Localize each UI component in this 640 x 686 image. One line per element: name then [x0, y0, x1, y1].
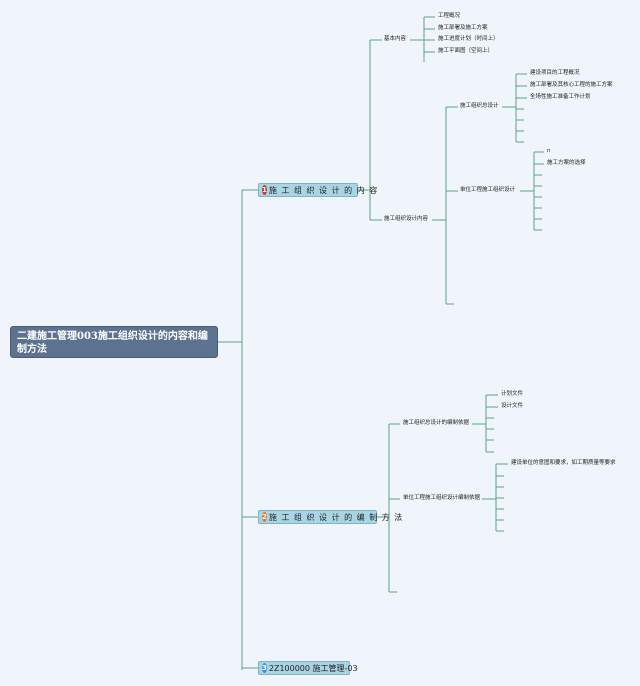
- design-connector: [432, 106, 458, 305]
- leaf-design-documents[interactable]: 设计文件: [501, 403, 524, 409]
- branch-content[interactable]: 1 施 工 组 织 设 计 的 内 容: [258, 183, 377, 197]
- leaf-schedule[interactable]: 施工进度计划（时间上）: [438, 36, 499, 42]
- leaf-construction-overview[interactable]: 建设项目的工程概况: [530, 70, 580, 76]
- topic-design-content[interactable]: 施工组织设计内容: [384, 216, 429, 222]
- leaf-site-preparation[interactable]: 全场性施工准备工作计划: [530, 94, 591, 100]
- root-topic[interactable]: 二建施工管理003施工组织设计的内容和编制方法: [10, 326, 218, 358]
- branch-method[interactable]: 2 施 工 组 织 设 计 的 编 制 方 法: [258, 510, 402, 524]
- branch1-connector: [358, 39, 382, 221]
- leaf-n[interactable]: n: [547, 148, 551, 154]
- basis-general-connector: [472, 394, 498, 453]
- topic-basic-content[interactable]: 基本内容: [384, 36, 407, 42]
- topic-unit-basis[interactable]: 单位工程施工组织设计编制依据: [403, 495, 481, 501]
- leaf-core-scheme[interactable]: 施工部署及其核心工程的施工方案: [530, 82, 613, 88]
- leaf-site-plan[interactable]: 施工平面图（空间上）: [438, 48, 494, 54]
- leaf-project-overview[interactable]: 工程概况: [438, 13, 461, 19]
- topic-unit-design[interactable]: 单位工程施工组织设计: [460, 187, 516, 193]
- priority-1-icon: 1: [262, 185, 267, 195]
- basic-connector: [410, 16, 435, 62]
- unit-connector: [520, 151, 544, 231]
- branch-content-label: 施 工 组 织 设 计 的 内 容: [268, 185, 379, 195]
- basis-unit-connector: [482, 463, 508, 532]
- branch-reference-label: 2Z100000 施工管理-03: [268, 663, 358, 673]
- leaf-owner-requirements[interactable]: 建设单位的意图和要求，如工期质量等要求: [511, 460, 616, 466]
- leaf-plan-documents[interactable]: 计划文件: [501, 391, 524, 397]
- branch-reference[interactable]: 3 2Z100000 施工管理-03: [258, 661, 358, 675]
- branch2-connector: [377, 423, 400, 593]
- leaf-deployment-plan[interactable]: 施工部署及施工方案: [438, 25, 488, 31]
- general-connector: [502, 73, 527, 143]
- priority-2-icon: 2: [262, 512, 267, 522]
- branch-method-label: 施 工 组 织 设 计 的 编 制 方 法: [268, 512, 404, 522]
- leaf-scheme-selection[interactable]: 施工方案的选择: [547, 160, 586, 166]
- topic-general-design[interactable]: 施工组织总设计: [460, 103, 499, 109]
- root-connector: [218, 189, 258, 670]
- topic-general-basis[interactable]: 施工组织总设计的编制依据: [403, 420, 470, 426]
- priority-3-icon: 3: [262, 663, 267, 673]
